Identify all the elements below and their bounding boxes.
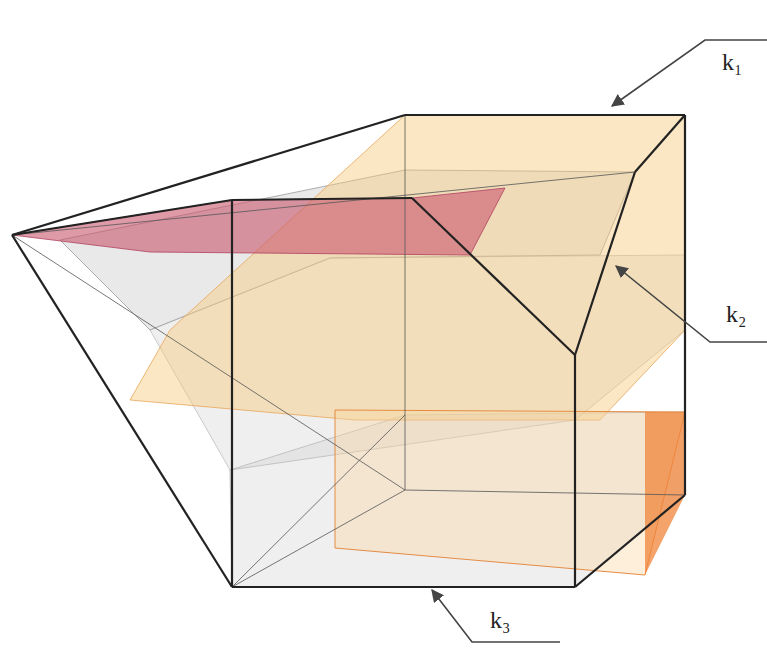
orange-section — [335, 410, 685, 575]
orange-plane — [130, 115, 685, 420]
pink-plane — [12, 188, 505, 255]
edge-label: k₃ — [490, 608, 510, 632]
edge-label: k₂ — [726, 302, 746, 326]
edge-label: k₁ — [722, 50, 742, 74]
orange-section — [645, 412, 685, 575]
